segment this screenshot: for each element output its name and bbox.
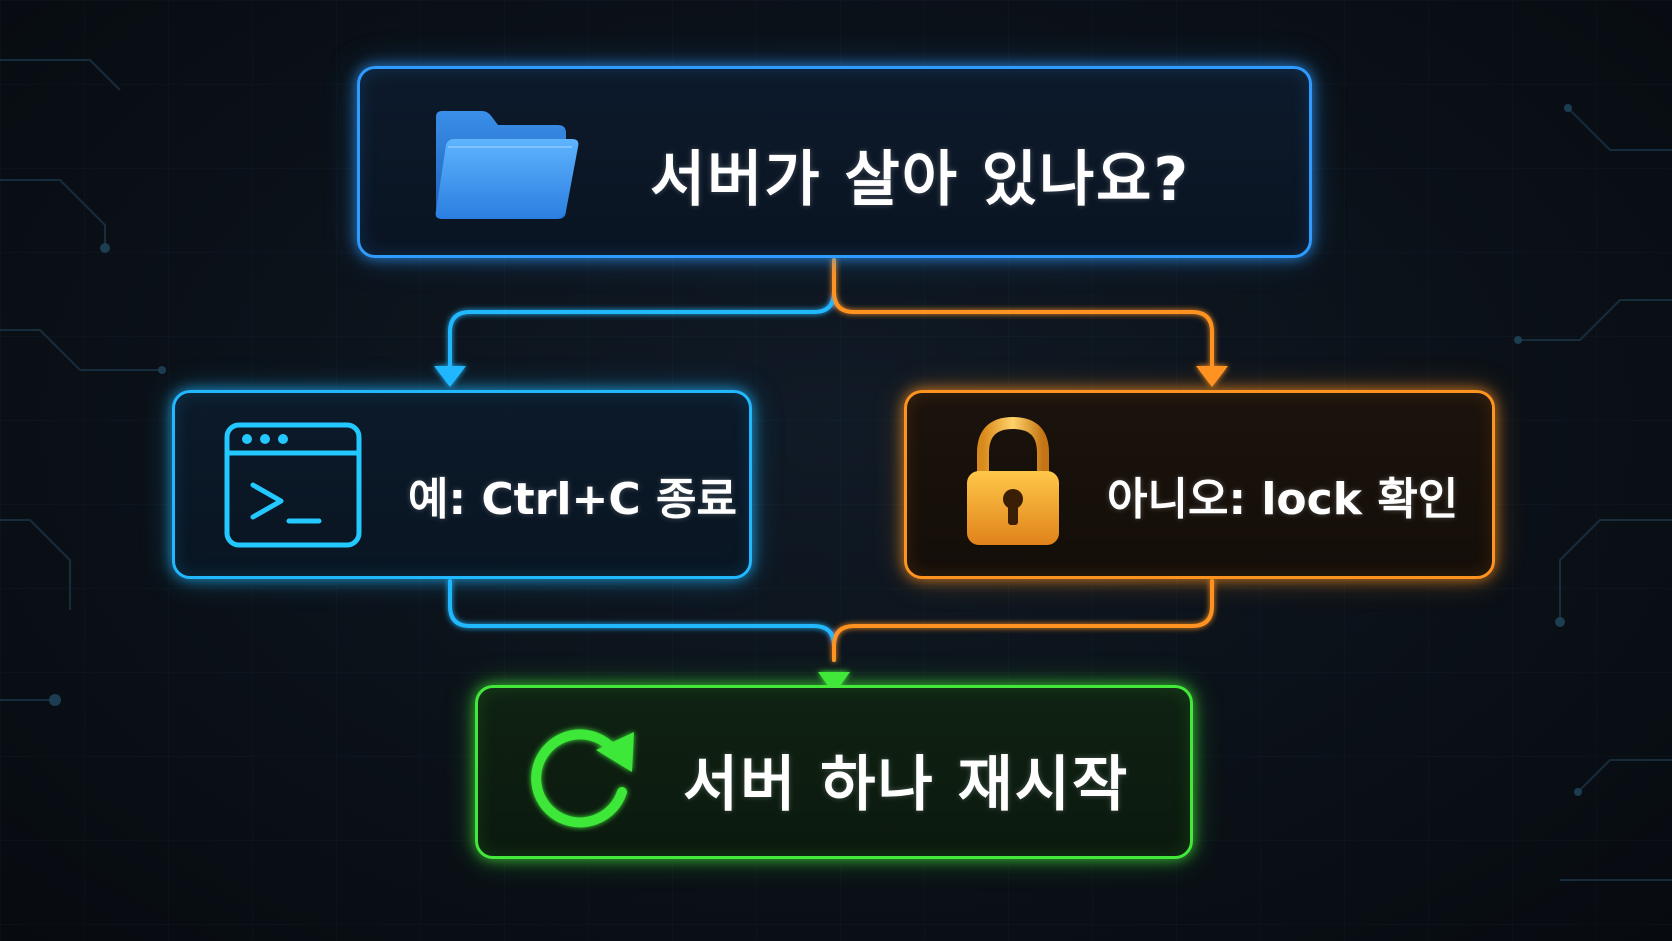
refresh-icon [531, 729, 634, 828]
node-question-label: 서버가 살아 있나요? [650, 145, 1191, 215]
arrowhead-no [1196, 366, 1228, 387]
node-restart: 서버 하나 재시작 [475, 685, 1193, 859]
edge-question-to-no [832, 258, 1214, 368]
node-question: 서버가 살아 있나요? [357, 66, 1312, 258]
arrowhead-yes [434, 366, 466, 387]
folder-icon [435, 111, 579, 219]
edge-no-to-restart [832, 579, 1214, 662]
edge-yes-to-restart [448, 579, 836, 662]
lock-icon [967, 416, 1059, 545]
node-restart-label: 서버 하나 재시작 [683, 750, 1130, 820]
arrowhead-restart [818, 672, 850, 694]
edge-question-to-yes [448, 258, 836, 368]
node-yes: 예: Ctrl+C 종료 [172, 390, 752, 579]
node-no-label: 아니오: lock 확인 [1107, 474, 1459, 525]
node-yes-label: 예: Ctrl+C 종료 [408, 474, 737, 525]
node-no: 아니오: lock 확인 [904, 390, 1495, 579]
terminal-icon [224, 422, 362, 548]
